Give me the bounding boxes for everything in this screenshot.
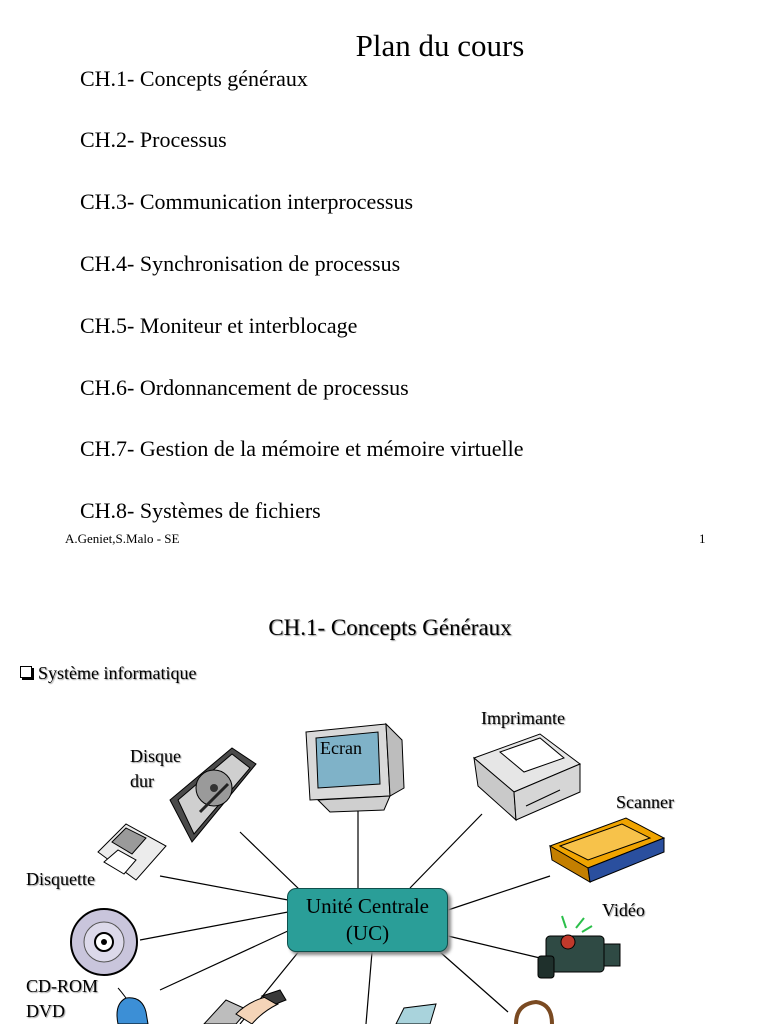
chapter-item-1: CH.1- Concepts généraux: [80, 66, 308, 91]
chapter-item-2: CH.2- Processus: [80, 127, 227, 152]
chapter-item-3: CH.3- Communication interprocessus: [80, 189, 414, 214]
chapter-item-4: CH.4- Synchronisation de processus: [80, 251, 401, 276]
chapter-item-8: CH.8- Systèmes de fichiers: [80, 498, 321, 523]
video-camera-icon: [537, 915, 621, 979]
chapter-item-6: CH.6- Ordonnancement de processus: [80, 375, 409, 400]
mouse-icon: [116, 987, 149, 1024]
checkbox-bullet-icon: [20, 666, 32, 678]
device-label-disquette: Disquette: [26, 869, 95, 889]
slide1-title: Plan du cours: [355, 28, 525, 63]
chapter-item-7: CH.7- Gestion de la mémoire et mémoire v…: [80, 436, 524, 461]
device-label-video: Vidéo: [602, 900, 645, 920]
hard-disk-icon: [169, 747, 257, 843]
floppy-disk-icon: [97, 823, 167, 881]
device-label-cdrom: CD-ROM: [26, 976, 99, 996]
device-label-disque-dur: dur: [130, 771, 154, 791]
printer-icon: [473, 733, 581, 822]
bullet-label: Système informatique: [38, 663, 197, 683]
device-label-ecran: Ecran: [320, 738, 362, 758]
footer-author: A.Geniet,S.Malo - SE: [65, 531, 180, 546]
central-unit-label: Unité Centrale: [305, 894, 430, 918]
central-unit-box: Unité Centrale (UC): [287, 888, 448, 952]
device-label-dvd: DVD: [26, 1001, 65, 1021]
scanner-icon: [548, 817, 666, 883]
headset-icon: [514, 999, 554, 1024]
central-unit-abbrev: (UC): [345, 921, 390, 945]
slide2-title: CH.1- Concepts Généraux: [268, 615, 512, 640]
device-label-scanner: Scanner: [616, 792, 674, 812]
device-label-imprimante: Imprimante: [481, 708, 565, 728]
page-number: 1: [699, 531, 706, 546]
keyboard-icon: [203, 989, 287, 1024]
chapter-item-5: CH.5- Moniteur et interblocage: [80, 313, 358, 338]
device-label-disque: Disque: [130, 746, 181, 766]
paper-icon: [395, 1003, 437, 1024]
monitor-icon: [305, 722, 405, 813]
bullet-systeme-informatique: Système informatique: [20, 663, 196, 684]
cd-rom-icon: [70, 908, 138, 976]
